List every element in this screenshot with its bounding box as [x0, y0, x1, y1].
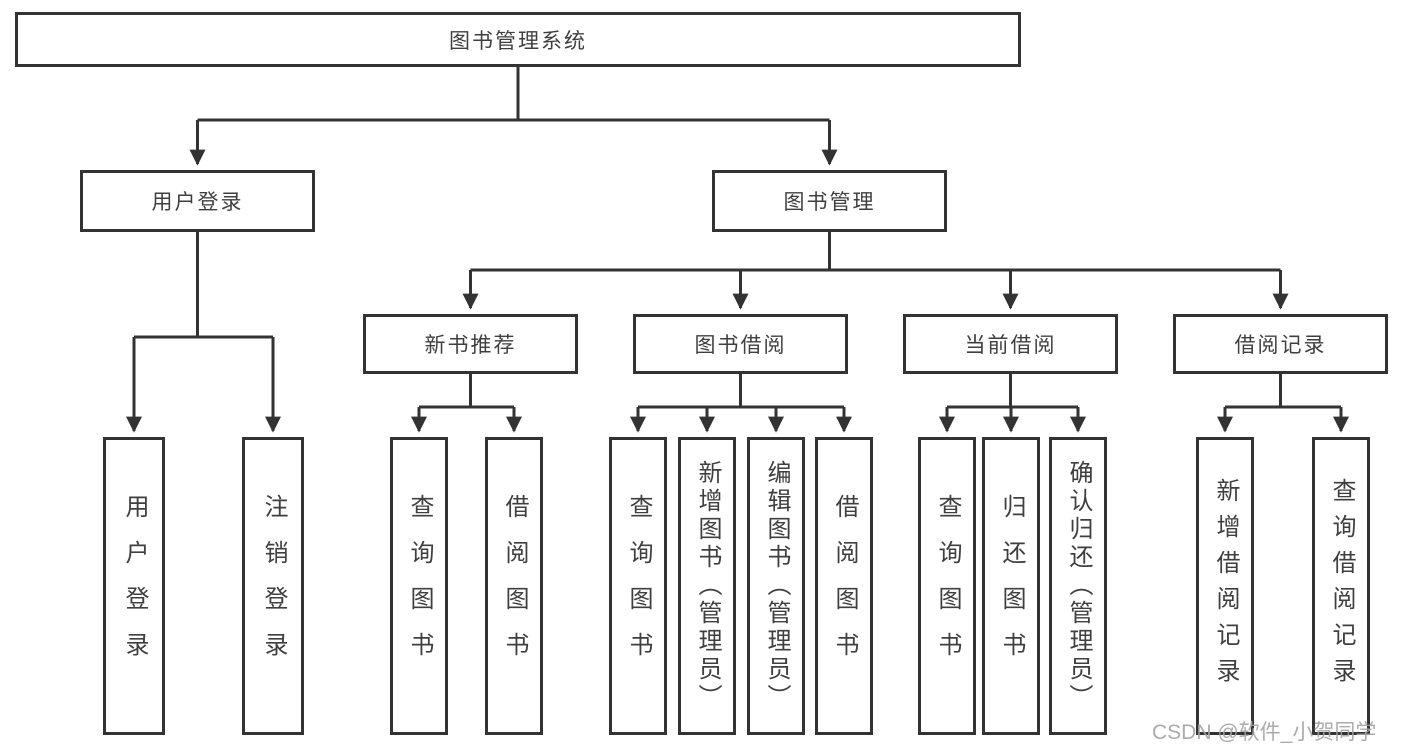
leaf-edit-books-admin: 编辑图书（管理员）: [747, 437, 805, 735]
node-book-management: 图书管理: [712, 170, 947, 232]
node-borrow-records: 借阅记录: [1173, 314, 1388, 374]
leaf-add-borrow-record: 新增借阅记录: [1196, 437, 1254, 735]
leaf-query-books-3: 查询图书: [918, 437, 976, 735]
leaf-query-books-1: 查询图书: [390, 437, 448, 735]
leaf-add-books-admin: 新增图书（管理员）: [678, 437, 736, 735]
node-new-book-recommend: 新书推荐: [363, 314, 578, 374]
leaf-query-borrow-record: 查询借阅记录: [1312, 437, 1370, 735]
csdn-watermark: CSDN @软件_小贺同学: [1152, 721, 1377, 744]
leaf-user-login: 用户登录: [103, 437, 165, 735]
node-book-borrowing: 图书借阅: [633, 314, 848, 374]
leaf-confirm-return-admin: 确认归还（管理员）: [1049, 437, 1107, 735]
node-root: 图书管理系统: [15, 12, 1021, 67]
leaf-return-books: 归还图书: [982, 437, 1040, 735]
leaf-borrow-books-2: 借阅图书: [815, 437, 873, 735]
leaf-logout: 注销登录: [242, 437, 304, 735]
leaf-query-books-2: 查询图书: [609, 437, 667, 735]
leaf-borrow-books-1: 借阅图书: [485, 437, 543, 735]
node-user-login: 用户登录: [80, 170, 315, 232]
node-current-borrowing: 当前借阅: [903, 314, 1118, 374]
